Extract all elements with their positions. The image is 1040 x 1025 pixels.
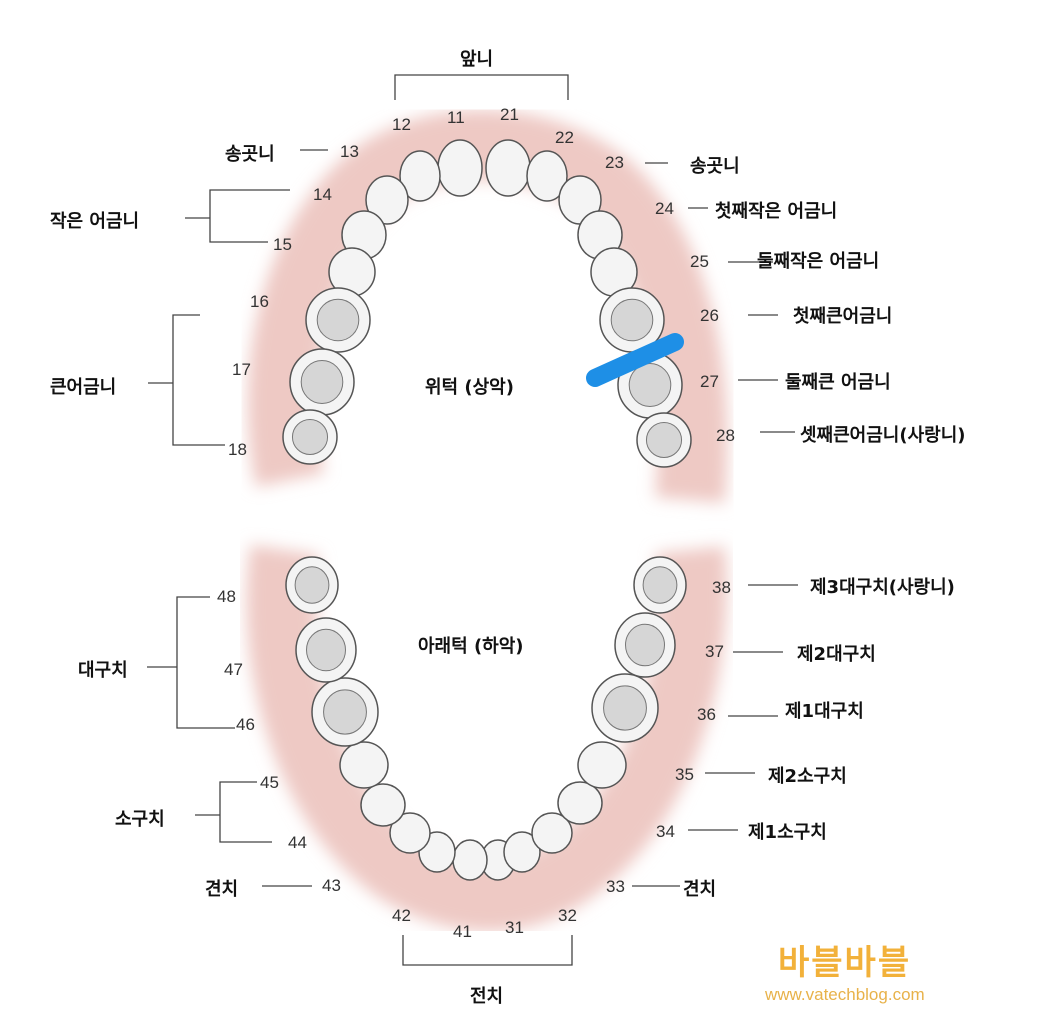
tooth-number-14: 14 (313, 185, 332, 204)
tooth-number-34: 34 (656, 822, 675, 841)
tooth-crown-37 (625, 623, 665, 667)
tooth-crown-18 (291, 418, 329, 456)
tooth-number-33: 33 (606, 877, 625, 896)
tooth-number-13: 13 (340, 142, 359, 161)
label-37: 제2대구치 (797, 644, 876, 665)
tooth-33 (531, 812, 573, 854)
tooth-number-15: 15 (273, 235, 292, 254)
tooth-crown-17 (300, 360, 344, 404)
tooth-number-32: 32 (558, 906, 577, 925)
tooth-number-45: 45 (260, 773, 279, 792)
tooth-11 (437, 139, 483, 197)
label-35: 제2소구치 (768, 766, 847, 787)
tooth-44 (360, 783, 406, 827)
tooth-number-23: 23 (605, 153, 624, 172)
label-24: 첫째작은 어금니 (715, 201, 838, 222)
lower-jaw-title: 아래턱 (하악) (418, 636, 524, 657)
tooth-crown-16 (316, 298, 360, 342)
marker-stroke (586, 333, 684, 387)
tooth-34 (557, 781, 603, 825)
label-upper-premolars: 작은 어금니 (50, 211, 140, 232)
tooth-crown-26 (610, 298, 654, 342)
tooth-45 (339, 741, 389, 789)
tooth-number-21: 21 (500, 105, 519, 124)
tooth-number-42: 42 (392, 906, 411, 925)
bracket-lines (147, 74, 798, 966)
tooth-number-18: 18 (228, 440, 247, 459)
tooth-number-28: 28 (716, 426, 735, 445)
lower-gum (246, 544, 727, 932)
tooth-32 (503, 831, 541, 873)
tooth-number-38: 38 (712, 578, 731, 597)
label-34: 제1소구치 (748, 822, 827, 843)
tooth-number-35: 35 (675, 765, 694, 784)
tooth-number-22: 22 (555, 128, 574, 147)
tooth-13 (365, 175, 409, 225)
tooth-crown-48 (294, 566, 330, 604)
tooth-crown-28 (645, 421, 683, 459)
tooth-number-27: 27 (700, 372, 719, 391)
tooth-number-36: 36 (697, 705, 716, 724)
tooth-number-25: 25 (690, 252, 709, 271)
tooth-crown-36 (603, 685, 647, 731)
tooth-number-47: 47 (224, 660, 243, 679)
label-28: 셋째큰어금니(사랑니) (800, 425, 966, 446)
upper-jaw-title: 위턱 (상악) (425, 377, 514, 398)
tooth-number-41: 41 (453, 922, 472, 941)
tooth-crown-27 (628, 363, 672, 407)
tooth-number-43: 43 (322, 876, 341, 895)
label-27: 둘째큰 어금니 (785, 372, 891, 393)
label-43: 견치 (205, 879, 239, 900)
tooth-crown-46 (323, 689, 367, 735)
tooth-number-11: 11 (447, 108, 465, 127)
tooth-crown-38 (642, 566, 678, 604)
tooth-number-44: 44 (288, 833, 307, 852)
tooth-number-31: 31 (505, 918, 524, 937)
tooth-35 (577, 741, 627, 789)
tooth-number-46: 46 (236, 715, 255, 734)
upper-gum (247, 110, 728, 503)
tooth-12 (399, 150, 441, 202)
label-38: 제3대구치(사랑니) (810, 577, 955, 598)
lower-front-group-label: 전치 (470, 986, 504, 1007)
tooth-number-12: 12 (392, 115, 411, 134)
tooth-number-37: 37 (705, 642, 724, 661)
label-upper-molars: 큰어금니 (50, 377, 117, 398)
label-lower-molars: 대구치 (78, 660, 128, 681)
tooth-41 (452, 839, 488, 881)
label-25: 둘째작은 어금니 (757, 251, 880, 272)
tooth-crown-47 (306, 628, 346, 672)
label-26: 첫째큰어금니 (793, 306, 893, 327)
upper-front-group-label: 앞니 (460, 49, 494, 70)
tooth-21 (485, 139, 531, 197)
label-13: 송곳니 (225, 144, 275, 165)
tooth-22 (526, 150, 568, 202)
label-23: 송곳니 (690, 156, 740, 177)
tooth-43 (389, 812, 431, 854)
tooth-number-16: 16 (250, 292, 269, 311)
label-lower-premolars: 소구치 (115, 809, 165, 830)
watermark-logo: 바블바블 (778, 943, 912, 983)
tooth-number-24: 24 (655, 199, 674, 218)
tooth-number-17: 17 (232, 360, 251, 379)
tooth-number-26: 26 (700, 306, 719, 325)
tooth-number-48: 48 (217, 587, 236, 606)
label-33: 견치 (683, 879, 717, 900)
label-36: 제1대구치 (785, 701, 864, 722)
watermark-url: www.vatechblog.com (765, 985, 925, 1004)
